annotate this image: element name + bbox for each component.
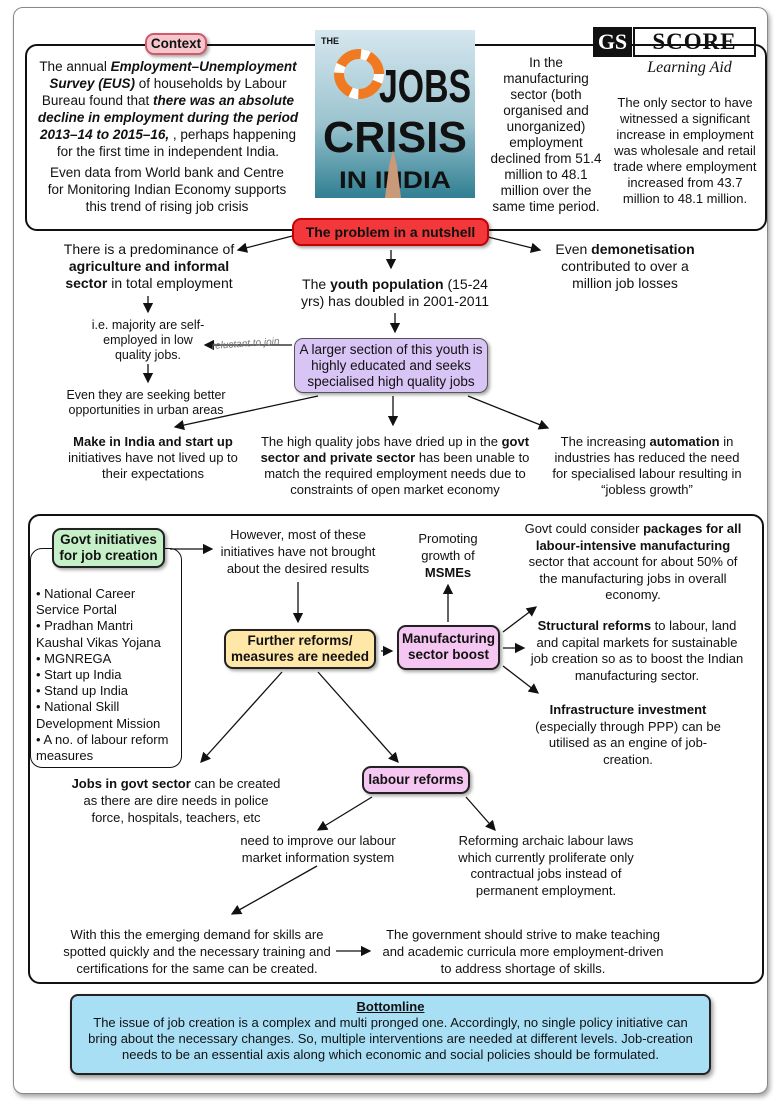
make-in-india-text: Make in India and start up initiatives h… bbox=[68, 434, 238, 481]
govt-initiative-item: • A no. of labour reform measures bbox=[36, 731, 169, 764]
self-employed-text: i.e. majority are self-employed in low q… bbox=[91, 318, 205, 362]
svg-text:THE: THE bbox=[321, 36, 339, 46]
problem-nutshell-banner: The problem in a nutshell bbox=[292, 218, 489, 246]
high-quality-jobs-text: The high quality jobs have dried up in t… bbox=[260, 434, 530, 497]
msme-text: Promoting growth of MSMEs bbox=[418, 531, 478, 580]
labour-intensive-packages-text: Govt could consider packages for all lab… bbox=[524, 521, 742, 602]
manufacturing-boost-tag: Manufacturing sector boost bbox=[397, 625, 500, 670]
further-reforms-tag: Further reforms/ measures are needed bbox=[224, 629, 376, 669]
govt-initiative-item: • MGNREGA bbox=[36, 650, 112, 666]
govt-initiatives-list: • National Career Service Portal • Pradh… bbox=[36, 586, 180, 764]
svg-text:CRISIS: CRISIS bbox=[323, 113, 467, 162]
bottomline-box: Bottomline The issue of job creation is … bbox=[70, 994, 711, 1075]
archaic-laws-text: Reforming archaic labour laws which curr… bbox=[458, 833, 634, 898]
govt-initiative-item: • Pradhan Mantri Kaushal Vikas Yojana bbox=[36, 618, 161, 650]
seeking-better-opportunities-text: Even they are seeking better opportuniti… bbox=[66, 388, 226, 417]
however-text: However, most of these initiatives have … bbox=[220, 527, 376, 576]
govt-initiative-item: • Start up India bbox=[36, 667, 122, 683]
govt-sector-jobs-text: Jobs in govt sector can be created as th… bbox=[71, 776, 281, 825]
demonetisation-text: Even demonetisation contributed to over … bbox=[555, 241, 695, 291]
jobs-crisis-poster: THE JOBS CRISIS IN INDIA bbox=[315, 30, 475, 198]
manufacturing-decline-text: In the manufacturing sector (both organi… bbox=[490, 55, 602, 214]
context-paragraph-2: Even data from World bank and Centre for… bbox=[47, 165, 287, 214]
context-paragraph-1: The annual Employment–Unemployment Surve… bbox=[37, 59, 299, 159]
svg-text:JOBS: JOBS bbox=[379, 60, 471, 112]
educated-youth-box: A larger section of this youth is highly… bbox=[294, 338, 488, 393]
govt-initiative-item: • National Career Service Portal bbox=[36, 586, 136, 618]
wholesale-increase-text: The only sector to have witnessed a sign… bbox=[613, 95, 757, 206]
automation-text: The increasing automation in industries … bbox=[552, 434, 742, 497]
govt-initiatives-tag: Govt initiatives for job creation bbox=[52, 528, 165, 568]
reluctant-label: reluctant to join bbox=[211, 336, 280, 352]
bottomline-text: The issue of job creation is a complex a… bbox=[88, 1015, 693, 1062]
labour-reforms-tag: labour reforms bbox=[362, 766, 470, 794]
emerging-skills-text: With this the emerging demand for skills… bbox=[63, 927, 331, 976]
govt-initiative-item: • Stand up India bbox=[36, 683, 129, 699]
agriculture-informal-text: There is a predominance of agriculture a… bbox=[63, 241, 235, 291]
gs-score-logo: GS SCORE Learning Aid bbox=[593, 27, 756, 82]
structural-reforms-text: Structural reforms to labour, land and c… bbox=[530, 618, 744, 683]
bottomline-title: Bottomline bbox=[356, 999, 425, 1014]
context-tag: Context bbox=[145, 33, 207, 55]
employment-driven-curricula-text: The government should strive to make tea… bbox=[382, 927, 664, 976]
youth-population-text: The youth population (15-24 yrs) has dou… bbox=[300, 276, 490, 309]
infrastructure-investment-text: Infrastructure investment (especially th… bbox=[535, 702, 721, 767]
govt-initiative-item: • National Skill Development Mission bbox=[36, 699, 161, 731]
solutions-box bbox=[28, 514, 764, 984]
labour-market-info-text: need to improve our labour market inform… bbox=[240, 833, 396, 865]
